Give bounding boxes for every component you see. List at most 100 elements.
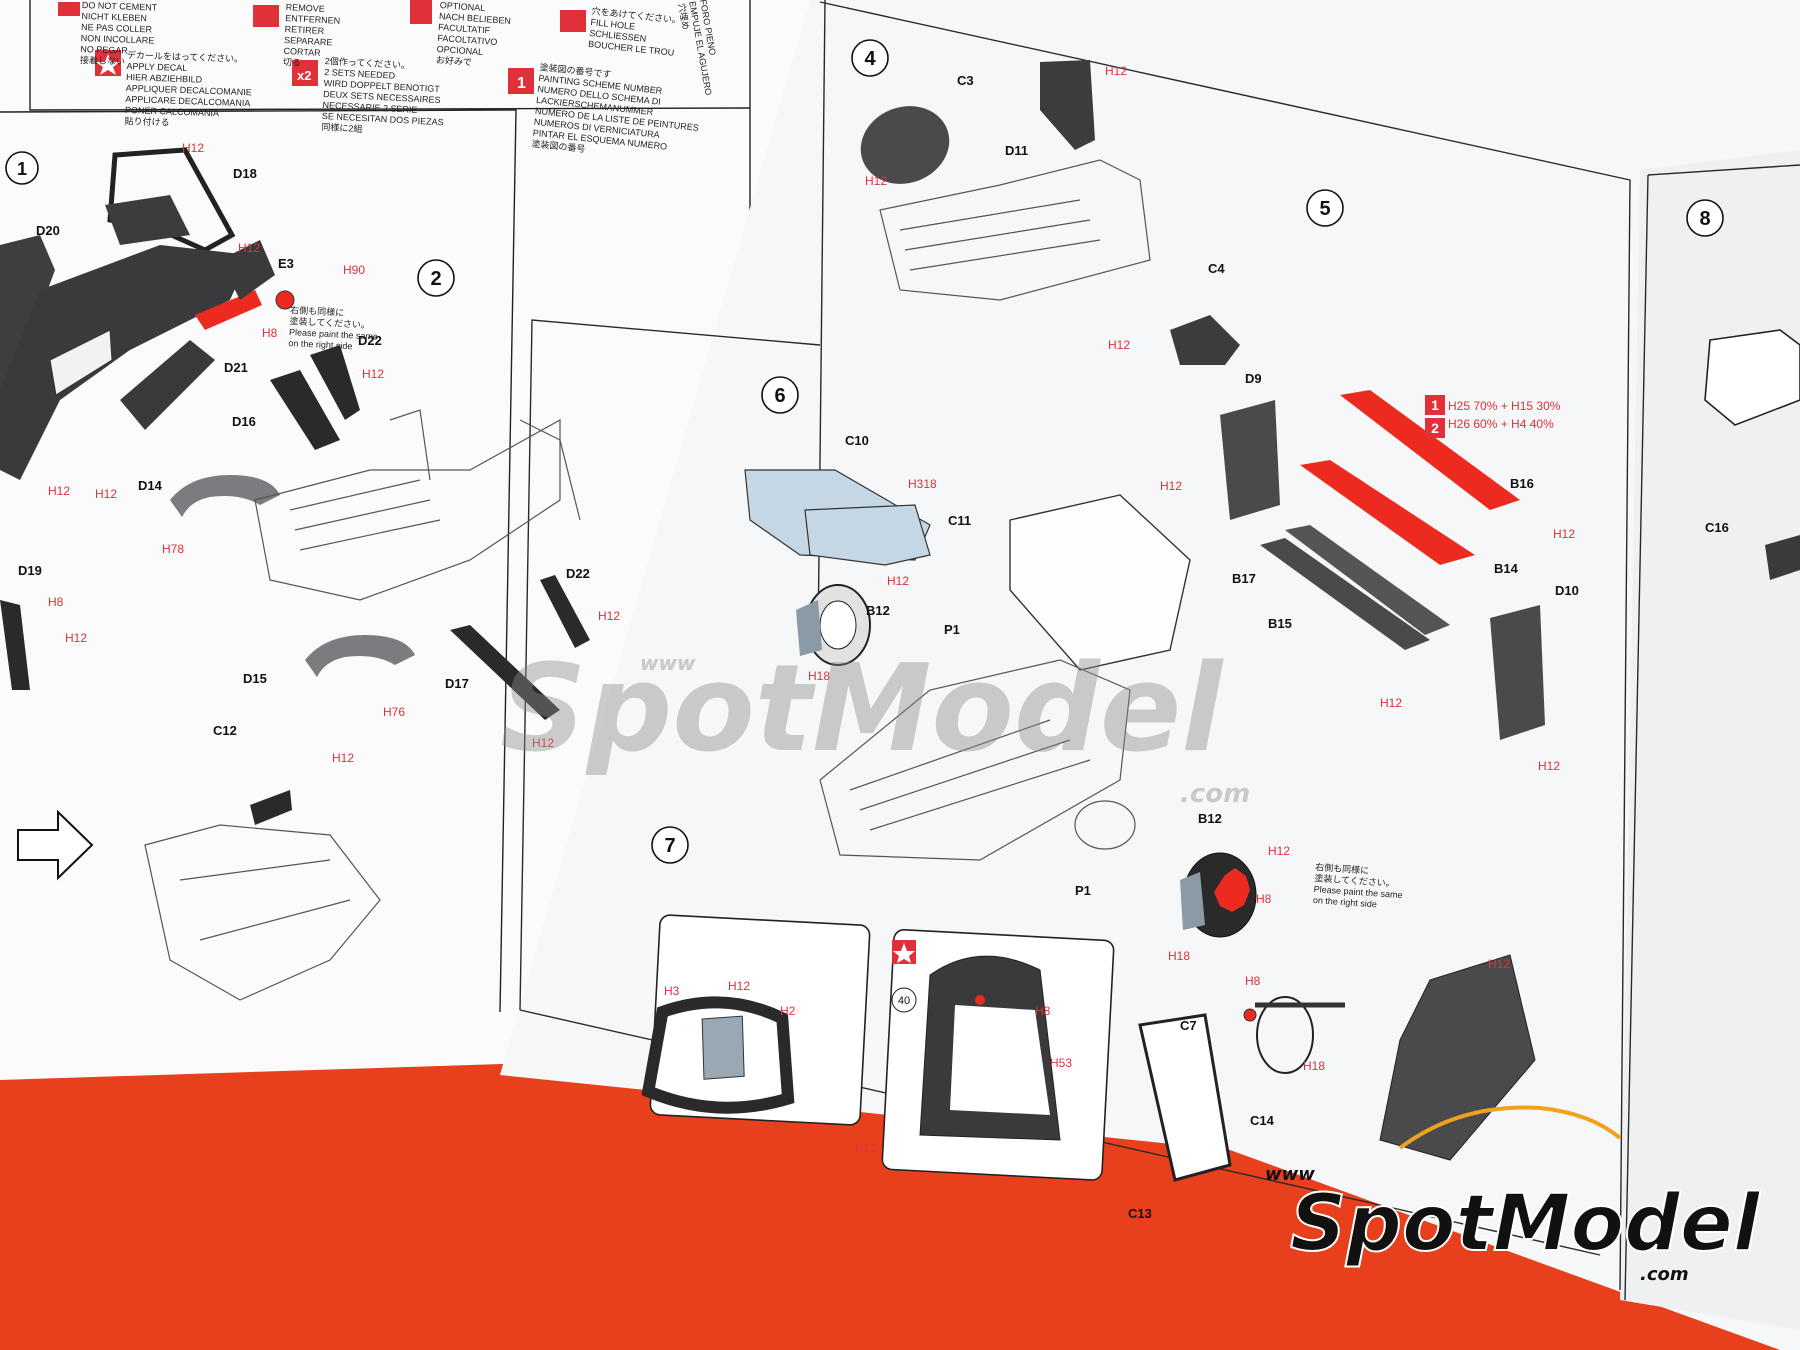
- painting-scheme-2-icon: [1425, 418, 1445, 438]
- paint-h12: H12: [1538, 759, 1560, 773]
- label-d17: D17: [445, 676, 469, 691]
- label-c7: C7: [1180, 1018, 1197, 1033]
- legend-optional: OPTIONAL NACH BELIEBEN FACULTATIF FACOLT…: [436, 0, 512, 67]
- svg-text:SpotModel: SpotModel: [500, 640, 1224, 779]
- legend-remove: REMOVE ENTFERNEN RETIRER SEPARARE CORTAR…: [283, 2, 341, 68]
- step4-assembly: [860, 60, 1240, 365]
- paint-h12: H12: [1488, 957, 1510, 971]
- star-icon: [893, 943, 915, 963]
- svg-text:8: 8: [1699, 208, 1710, 230]
- label-p1-front: P1: [944, 622, 960, 637]
- svg-text:.com: .com: [1640, 1264, 1689, 1285]
- svg-text:お好みで: お好みで: [436, 54, 473, 67]
- paint-mix-scheme-2: H26 60% + H4 40%: [1448, 417, 1554, 431]
- svg-text:NO PEGAR: NO PEGAR: [80, 44, 128, 56]
- svg-text:FACULTATIF: FACULTATIF: [438, 22, 491, 36]
- svg-text:塗装してください。: 塗装してください。: [289, 315, 370, 330]
- label-e3: E3: [278, 256, 294, 271]
- part-b17: [1260, 538, 1430, 650]
- part-e3: [275, 290, 295, 310]
- painting-scheme-icon: [508, 68, 534, 94]
- decal-number: 40: [898, 995, 910, 1007]
- step-7: 7: [651, 826, 689, 864]
- svg-text:HIER ABZIEHBILD: HIER ABZIEHBILD: [126, 72, 203, 85]
- part-d20: [0, 235, 55, 390]
- paint-h8: H8: [262, 326, 278, 340]
- paint-h12: H12: [65, 631, 87, 645]
- part-d22-top: [310, 345, 360, 420]
- svg-text:2: 2: [1431, 420, 1439, 436]
- label-d9: D9: [1245, 371, 1262, 386]
- svg-text:穴埋め: 穴埋め: [676, 2, 692, 31]
- part-d16: [270, 370, 340, 450]
- part-d19: [0, 600, 30, 690]
- scheme-badges: 1 2: [1425, 395, 1445, 438]
- svg-text:4: 4: [864, 48, 876, 70]
- legend-apply-decal: デカールをはってください。 APPLY DECAL HIER ABZIEHBIL…: [124, 49, 251, 128]
- paint-h12: H12: [1160, 479, 1182, 493]
- paint-h8: H8: [1256, 892, 1272, 906]
- svg-text:.com: .com: [1180, 779, 1250, 809]
- svg-text:1: 1: [17, 159, 27, 179]
- chassis-sketch-bottom: [144, 824, 381, 1001]
- no-cement-icon: [58, 2, 80, 16]
- part-c11: [804, 504, 931, 566]
- paint-h12: H12: [48, 484, 70, 498]
- label-b17: B17: [1232, 571, 1256, 586]
- svg-text:ENTFERNEN: ENTFERNEN: [285, 13, 340, 26]
- label-d20: D20: [36, 223, 60, 238]
- paint-h12: H12: [1553, 527, 1575, 541]
- label-d22-top: D22: [358, 333, 382, 348]
- svg-text:2個作ってください。: 2個作ってください。: [325, 55, 411, 70]
- svg-text:FACOLTATIVO: FACOLTATIVO: [437, 33, 498, 47]
- label-d22-bottom: D22: [566, 566, 590, 581]
- part-red-panel: [195, 290, 262, 330]
- step-markers: 1 2 4 5 6 7 8: [5, 39, 1724, 864]
- label-c13: C13: [1128, 1206, 1152, 1221]
- paint-h18: H18: [1303, 1059, 1325, 1073]
- svg-text:x2: x2: [297, 68, 311, 83]
- label-c10: C10: [845, 433, 869, 448]
- paint-h12: H12: [1108, 338, 1130, 352]
- arrow-icon: [17, 809, 94, 881]
- part-side: [220, 240, 275, 300]
- chassis-sketch-step6: [819, 659, 1136, 861]
- fill-hole-icon: [560, 10, 586, 32]
- paint-mix-scheme-1: H25 70% + H15 30%: [1448, 399, 1561, 413]
- engine-sketch-step2: [254, 409, 581, 601]
- part-b15: [1285, 525, 1450, 635]
- step-5: 5: [1306, 189, 1344, 227]
- part-d17: [450, 625, 560, 720]
- part-body-tub: [0, 245, 250, 480]
- paint-h12: H12: [182, 141, 204, 155]
- remove-icon: [253, 5, 279, 27]
- step-4: 4: [851, 39, 889, 77]
- step-1: 1: [5, 151, 39, 185]
- svg-text:1: 1: [517, 75, 526, 92]
- svg-text:RETIRER: RETIRER: [284, 24, 324, 36]
- svg-text:1: 1: [1431, 397, 1439, 413]
- paint-h12: H12: [532, 736, 554, 750]
- svg-text:デカールをはってください。: デカールをはってください。: [127, 49, 244, 64]
- paint-h78: H78: [162, 542, 184, 556]
- svg-text:5: 5: [1319, 198, 1330, 220]
- paint-h3: H3: [664, 984, 680, 998]
- label-d14: D14: [138, 478, 163, 493]
- part-d22-bottom: [540, 575, 590, 648]
- part-tub-window: [49, 329, 113, 396]
- paint-h12: H12: [855, 1141, 877, 1155]
- paint-h12: H12: [1268, 844, 1290, 858]
- svg-text:www: www: [640, 651, 696, 675]
- step-2: 2: [417, 259, 455, 297]
- label-d18: D18: [233, 166, 257, 181]
- label-c12: C12: [213, 723, 237, 738]
- label-c3: C3: [957, 73, 974, 88]
- paint-h18: H18: [808, 669, 830, 683]
- label-c14: C14: [1250, 1113, 1275, 1128]
- paint-h12: H12: [238, 241, 260, 255]
- part-c3: [860, 106, 950, 184]
- paint-h12: H12: [598, 609, 620, 623]
- two-sets-icon: [292, 60, 318, 86]
- label-c4: C4: [1208, 261, 1225, 276]
